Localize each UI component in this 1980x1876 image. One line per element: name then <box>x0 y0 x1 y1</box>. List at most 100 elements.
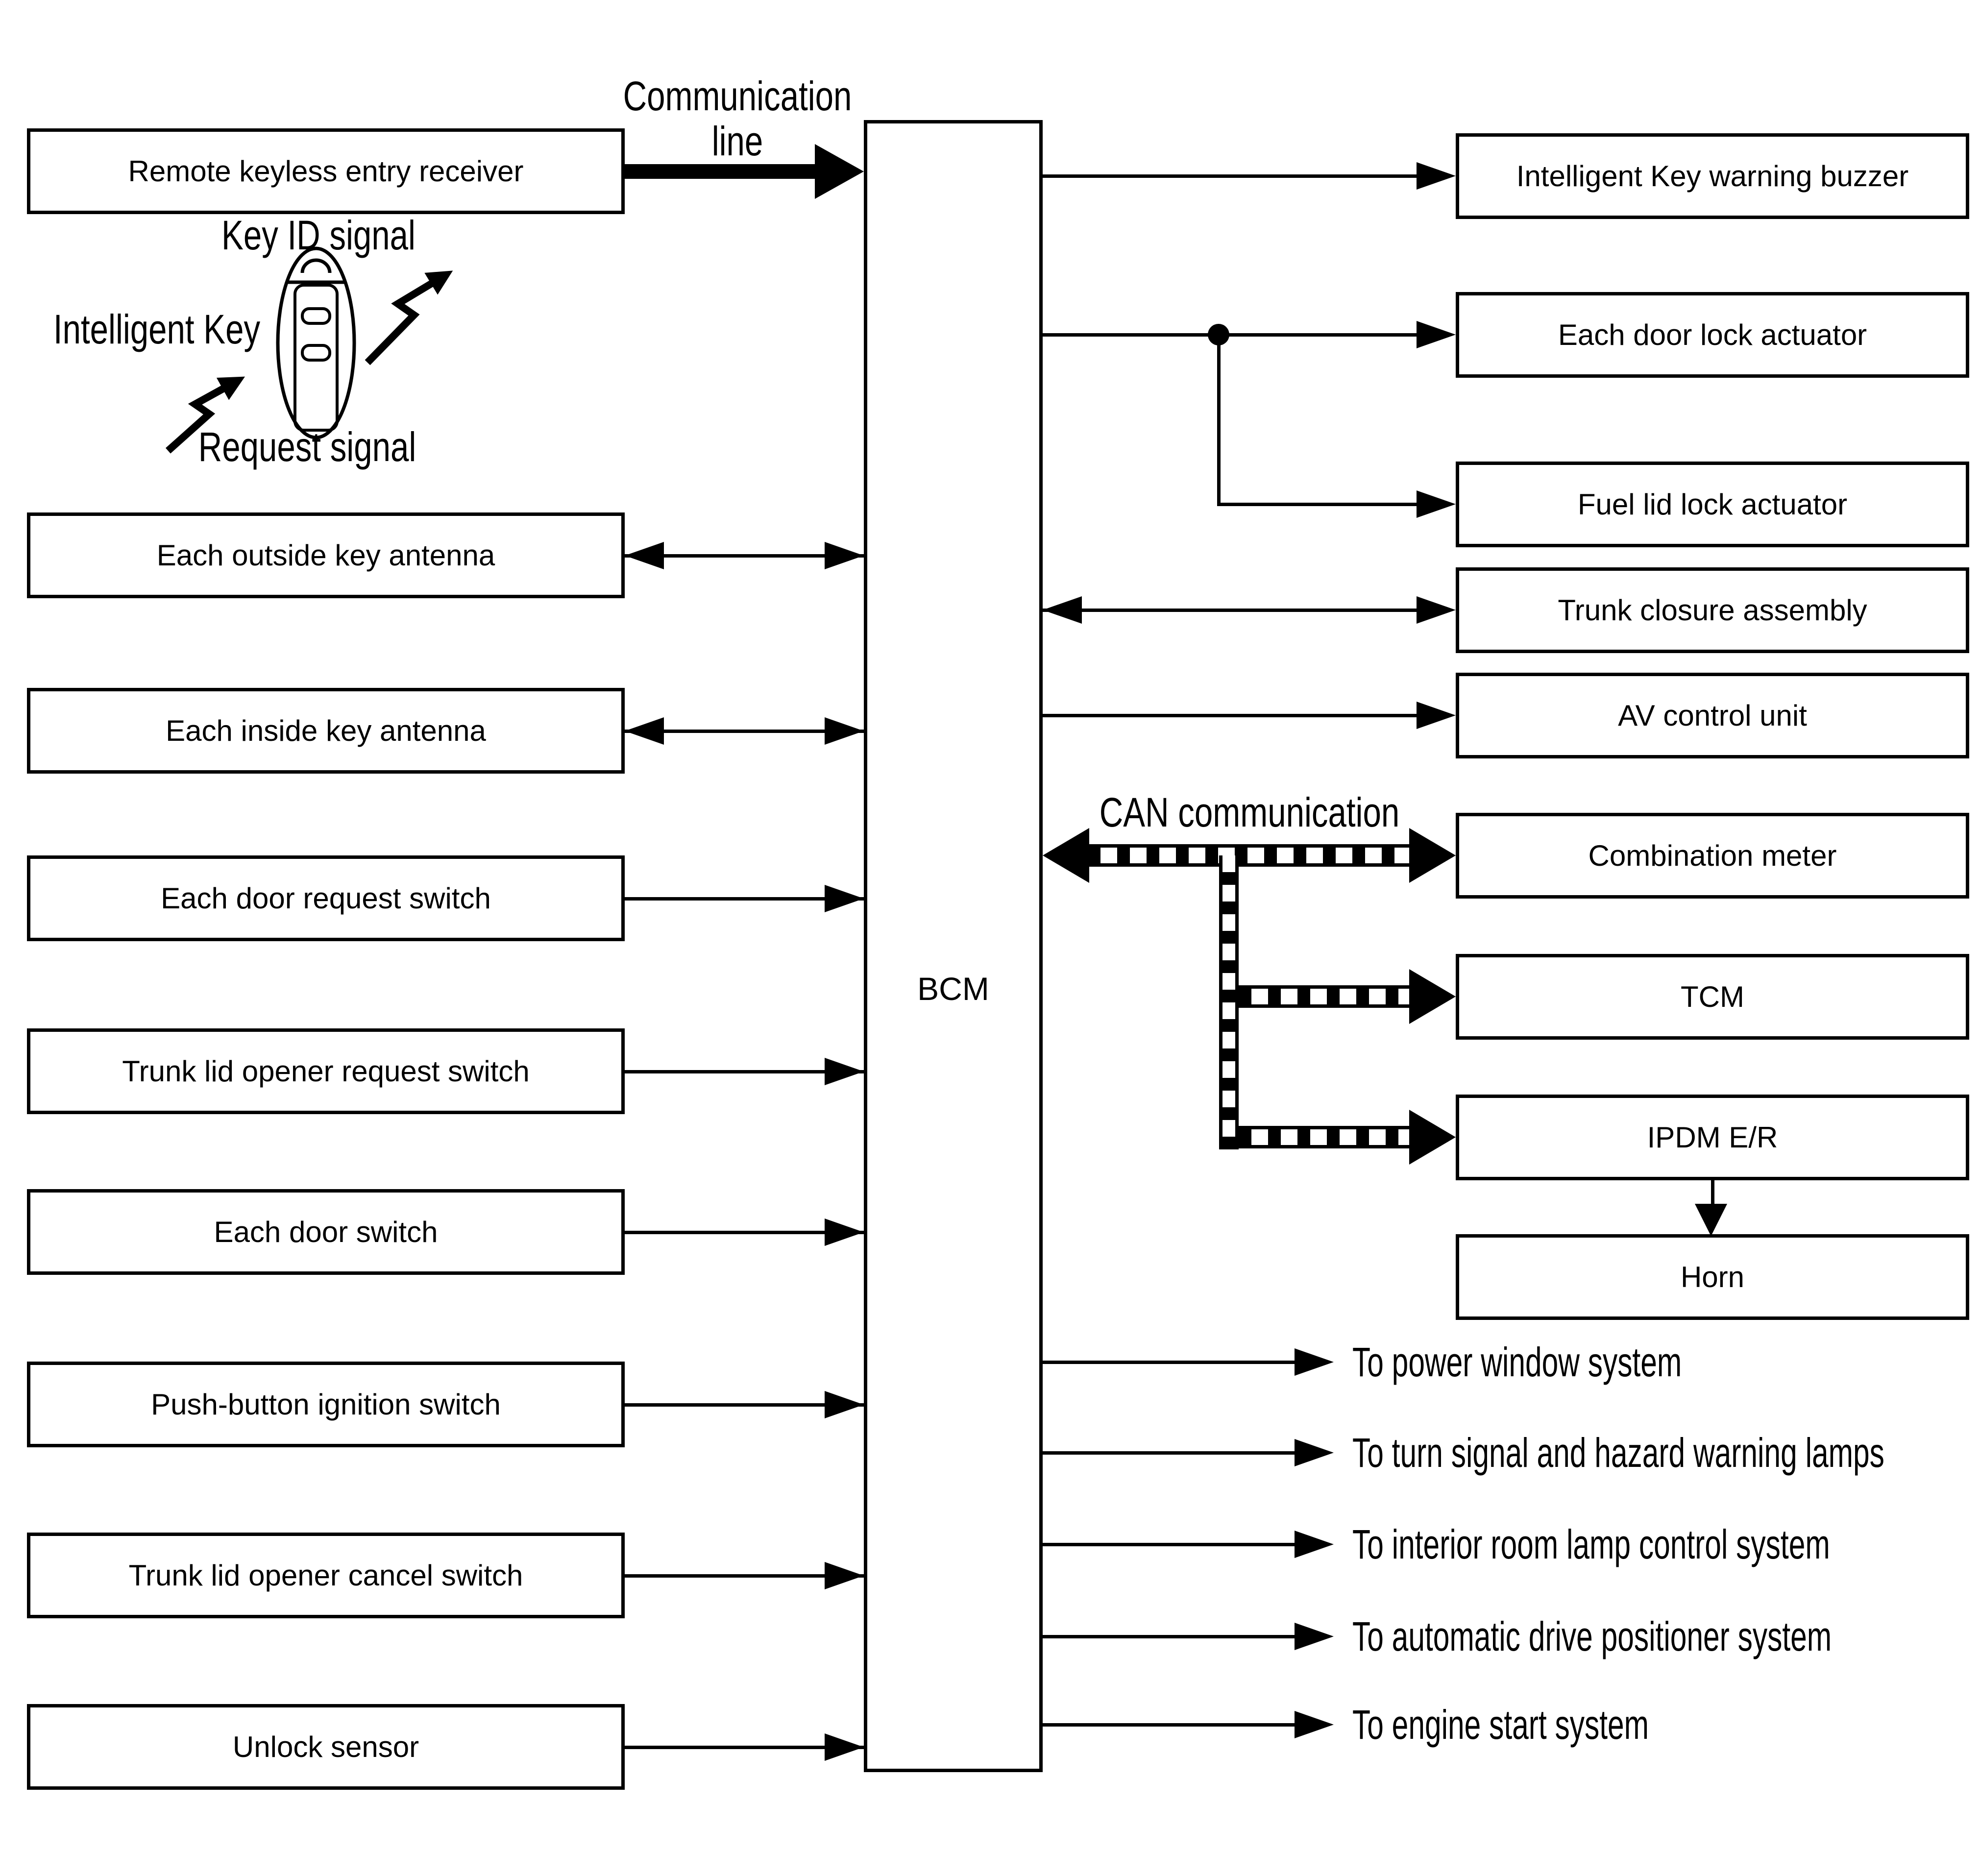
label-key-id-signal: Key ID signal <box>221 212 416 258</box>
node-trunk-lid-opener-cancel-switch: Trunk lid opener cancel switch <box>27 1533 625 1618</box>
arrowhead-icon <box>625 542 664 569</box>
arrowhead-icon <box>825 717 864 745</box>
arrow-shaft <box>625 1070 864 1073</box>
node-label: Trunk closure assembly <box>1558 593 1867 627</box>
arrowhead-icon <box>1695 1204 1727 1236</box>
arrow-shaft <box>1043 333 1417 337</box>
arrowhead-icon <box>825 1058 864 1085</box>
node-intelligent-key-warning-buzzer: Intelligent Key warning buzzer <box>1456 133 1969 219</box>
branch-line <box>1217 335 1221 504</box>
node-label: Each outside key antenna <box>156 538 495 572</box>
node-label: Combination meter <box>1588 839 1837 872</box>
node-label: AV control unit <box>1618 699 1807 732</box>
node-label: Horn <box>1680 1260 1745 1293</box>
arrowhead-icon <box>1295 1439 1334 1466</box>
node-tcm: TCM <box>1456 954 1969 1040</box>
node-label: Intelligent Key warning buzzer <box>1516 159 1909 193</box>
node-label: Each door request switch <box>161 881 491 915</box>
output-label: To engine start system <box>1352 1702 1649 1748</box>
arrowhead-icon <box>1409 969 1456 1024</box>
arrowhead-icon <box>625 717 664 745</box>
arrow-shaft <box>625 1574 864 1578</box>
arrowhead-icon <box>825 1391 864 1418</box>
can-bus-line <box>1239 1126 1410 1148</box>
node-remote-keyless-entry-receiver: Remote keyless entry receiver <box>27 128 625 214</box>
node-label: Remote keyless entry receiver <box>128 154 524 188</box>
arrowhead-icon <box>1043 596 1082 624</box>
node-each-door-switch: Each door switch <box>27 1189 625 1275</box>
node-label: Unlock sensor <box>232 1730 419 1763</box>
arrow-shaft <box>625 897 864 901</box>
label-communication-line: Communication line <box>612 73 863 164</box>
arrow-shaft <box>1043 714 1417 717</box>
node-combination-meter: Combination meter <box>1456 813 1969 899</box>
node-each-inside-key-antenna: Each inside key antenna <box>27 688 625 774</box>
output-label: To power window system <box>1352 1339 1682 1385</box>
output-label: To turn signal and hazard warning lamps <box>1352 1430 1884 1476</box>
arrow-shaft <box>625 1746 864 1749</box>
arrow-shaft <box>1043 1361 1296 1364</box>
arrowhead-icon <box>1417 162 1456 190</box>
node-trunk-closure-assembly: Trunk closure assembly <box>1456 567 1969 653</box>
arrow-shaft <box>1711 1180 1714 1207</box>
arrowhead-icon <box>1409 828 1456 883</box>
arrow-shaft <box>1043 609 1417 612</box>
node-label: Each door lock actuator <box>1558 318 1867 351</box>
node-label: Each door switch <box>214 1215 438 1248</box>
node-label: Trunk lid opener cancel switch <box>128 1559 523 1592</box>
node-label: IPDM E/R <box>1647 1121 1778 1154</box>
arrowhead-icon <box>815 144 864 199</box>
arrowhead-icon <box>825 1218 864 1246</box>
arrowhead-icon <box>825 885 864 912</box>
node-fuel-lid-lock-actuator: Fuel lid lock actuator <box>1456 462 1969 547</box>
arrowhead-icon <box>1295 1711 1334 1738</box>
arrow-shaft <box>625 554 864 558</box>
arrow-shaft <box>1043 1543 1296 1546</box>
arrow-shaft <box>625 164 816 179</box>
arrow-shaft <box>625 1403 864 1407</box>
arrowhead-icon <box>1295 1623 1334 1650</box>
arrowhead-icon <box>1295 1531 1334 1558</box>
arrow-shaft <box>1043 1635 1296 1638</box>
arrow-shaft <box>1043 1451 1296 1455</box>
node-label: Fuel lid lock actuator <box>1577 487 1848 521</box>
arrow-shaft <box>1043 1723 1296 1727</box>
node-label: Trunk lid opener request switch <box>122 1054 530 1088</box>
arrow-shaft <box>1217 503 1417 506</box>
arrowhead-icon <box>1043 828 1089 883</box>
node-each-door-lock-actuator: Each door lock actuator <box>1456 292 1969 378</box>
node-label: Each inside key antenna <box>166 714 486 747</box>
request-signal-bolt-icon <box>166 376 245 454</box>
label-can-communication: CAN communication <box>1099 789 1400 835</box>
node-label: TCM <box>1681 980 1744 1013</box>
can-bus-line <box>1239 985 1410 1008</box>
output-label: To automatic drive positioner system <box>1352 1613 1832 1659</box>
label-line-2: line <box>711 118 763 164</box>
node-horn: Horn <box>1456 1234 1969 1320</box>
output-label: To interior room lamp control system <box>1352 1521 1830 1567</box>
arrow-shaft <box>625 1231 864 1234</box>
node-push-button-ignition-switch: Push-button ignition switch <box>27 1362 625 1447</box>
arrowhead-icon <box>1409 1110 1456 1165</box>
arrowhead-icon <box>1417 702 1456 729</box>
can-bus-line <box>1088 844 1410 867</box>
arrowhead-icon <box>1417 596 1456 624</box>
arrowhead-icon <box>825 1562 864 1589</box>
node-bcm <box>864 120 1043 1772</box>
label-intelligent-key: Intelligent Key <box>53 306 261 352</box>
node-label: Push-button ignition switch <box>151 1388 501 1421</box>
bcm-label: BCM <box>917 971 989 1007</box>
node-each-outside-key-antenna: Each outside key antenna <box>27 512 625 598</box>
node-ipdm-er: IPDM E/R <box>1456 1095 1969 1180</box>
arrowhead-icon <box>1295 1348 1334 1376</box>
node-each-door-request-switch: Each door request switch <box>27 855 625 941</box>
node-av-control-unit: AV control unit <box>1456 673 1969 758</box>
arrowhead-icon <box>1417 321 1456 348</box>
intelligent-key-icon <box>276 246 356 439</box>
arrow-shaft <box>1043 174 1417 178</box>
arrowhead-icon <box>825 1733 864 1761</box>
label-line-1: Communication <box>623 73 852 119</box>
key-id-signal-bolt-icon <box>365 270 453 365</box>
node-trunk-lid-opener-request-switch: Trunk lid opener request switch <box>27 1028 625 1114</box>
